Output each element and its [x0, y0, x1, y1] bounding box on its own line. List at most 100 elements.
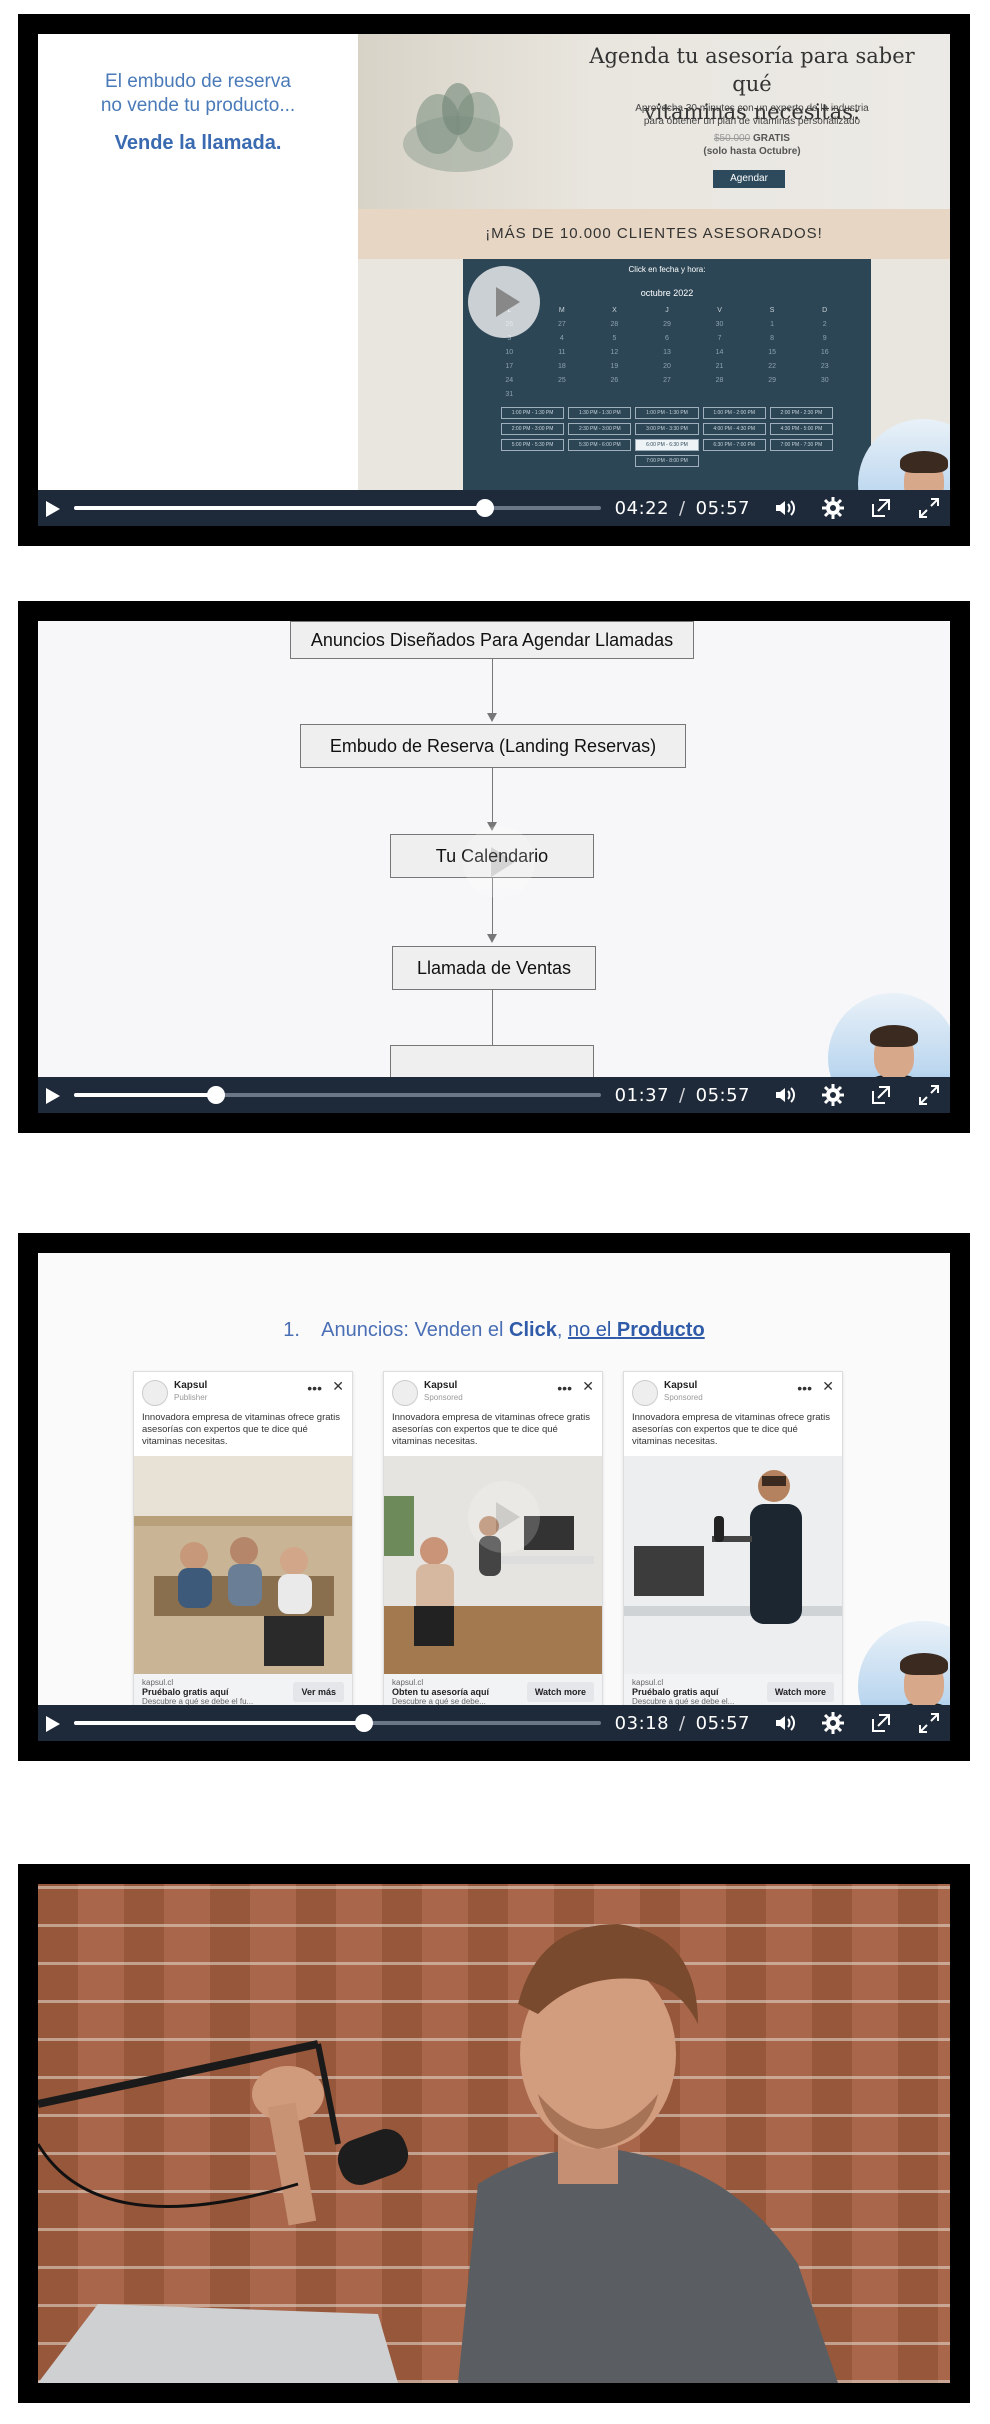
- close-icon: ✕: [582, 1378, 594, 1394]
- ad-sponsored-label: Publisher: [174, 1393, 208, 1402]
- landing-subheadline: Aprovecha 30 minutos con un experto de l…: [572, 102, 932, 128]
- calendar-slot: 7:00 PM - 7:30 PM: [769, 439, 833, 451]
- ad-description: Descubre a qué se debe el fu...: [142, 1697, 254, 1706]
- duration: 05:57: [695, 1084, 750, 1106]
- calendar-day: 16: [820, 349, 829, 356]
- calendar-day: 5: [612, 335, 617, 342]
- progress-knob[interactable]: [207, 1086, 226, 1104]
- flow-step-landing: Embudo de Reserva (Landing Reservas): [300, 724, 686, 768]
- video-player-1[interactable]: El embudo de reserva no vende tu product…: [18, 14, 970, 546]
- ad-copy: Innovadora empresa de vitaminas ofrece g…: [392, 1412, 591, 1447]
- ad-page-name: Kapsul: [424, 1380, 458, 1391]
- video-viewport[interactable]: 1. Anuncios: Venden el Click, no el Prod…: [38, 1253, 950, 1741]
- until-label: (solo hasta Octubre): [703, 146, 801, 157]
- calendar-slot: 2:00 PM - 2:30 PM: [769, 407, 833, 419]
- fullscreen-icon[interactable]: [916, 1083, 942, 1107]
- play-icon[interactable]: [46, 1716, 60, 1732]
- agendar-button: Agendar: [713, 170, 785, 188]
- ad-cta-button: Ver más: [293, 1682, 344, 1702]
- ad-description: Descubre a qué se debe el...: [632, 1697, 735, 1706]
- video-player-3[interactable]: 1. Anuncios: Venden el Click, no el Prod…: [18, 1233, 970, 1761]
- ad-sponsored-label: Sponsored: [664, 1393, 703, 1402]
- calendar-day: 14: [715, 349, 724, 356]
- video-controls: 03:18/05:57: [38, 1705, 950, 1741]
- calendar-slot: 3:00 PM - 3:30 PM: [635, 423, 699, 435]
- calendar-day: 23: [820, 363, 829, 370]
- ad-domain: kapsul.cl: [142, 1678, 174, 1687]
- progress-bar[interactable]: [74, 1086, 601, 1104]
- calendar-day: 21: [715, 363, 724, 370]
- brand-logo: [142, 1380, 168, 1406]
- landing-hero: Agenda tu asesoría para saber qué vitami…: [358, 34, 950, 209]
- slide-left-emphasis: Vende la llamada.: [114, 132, 282, 154]
- calendar-slot: 1:30 PM - 1:30 PM: [568, 407, 632, 419]
- calendar-day: 18: [557, 363, 566, 370]
- landing-headline: Agenda tu asesoría para saber qué vitami…: [572, 42, 932, 126]
- big-play-button[interactable]: [468, 266, 540, 338]
- calendar-day: 31: [505, 391, 514, 398]
- ad-cta-button: Watch more: [526, 1682, 594, 1702]
- progress-bar[interactable]: [74, 499, 601, 517]
- calendar-slot: 1:00 PM - 1:30 PM: [635, 407, 699, 419]
- facebook-ad-card: Kapsul Sponsored ••• ✕ Innovadora empres…: [623, 1371, 843, 1713]
- arrow-down-icon: [487, 713, 497, 722]
- progress-fill: [74, 1093, 217, 1097]
- landing-page-preview: Agenda tu asesoría para saber qué vitami…: [358, 34, 950, 490]
- video-viewport[interactable]: [38, 1884, 950, 2383]
- close-icon: ✕: [822, 1378, 834, 1394]
- gear-icon[interactable]: [820, 1711, 846, 1735]
- ad-page-name: Kapsul: [174, 1380, 208, 1391]
- arrow-down-icon: [487, 822, 497, 831]
- calendar-day: 29: [768, 377, 777, 384]
- big-play-button[interactable]: [468, 1481, 540, 1553]
- slide-left-text: El embudo de reserva no vende tu product…: [38, 70, 358, 118]
- fullscreen-icon[interactable]: [916, 496, 942, 520]
- progress-bar[interactable]: [74, 1714, 601, 1732]
- calendar-day: [798, 391, 851, 398]
- ad-copy: Innovadora empresa de vitaminas ofrece g…: [142, 1412, 341, 1447]
- volume-icon[interactable]: [772, 496, 798, 520]
- calendar-slot: 6:30 PM - 7:00 PM: [702, 439, 766, 451]
- video-player-4[interactable]: [18, 1864, 970, 2403]
- calendar-day: 25: [557, 377, 566, 384]
- video-viewport[interactable]: El embudo de reserva no vende tu product…: [38, 34, 950, 526]
- gear-icon[interactable]: [820, 1083, 846, 1107]
- calendar-day: 11: [558, 349, 566, 356]
- big-play-button[interactable]: [463, 826, 535, 898]
- calendar-day: 28: [715, 377, 724, 384]
- volume-icon[interactable]: [772, 1083, 798, 1107]
- calendar-day: 9: [822, 335, 827, 342]
- play-icon[interactable]: [46, 1088, 60, 1104]
- facebook-ad-card: Kapsul Publisher ••• ✕ Innovadora empres…: [133, 1371, 353, 1713]
- calendar-day: 6: [665, 335, 669, 342]
- play-icon[interactable]: [46, 501, 60, 517]
- calendar-day: 22: [768, 363, 777, 370]
- progress-knob[interactable]: [475, 499, 494, 517]
- calendar-weekday: V: [717, 307, 722, 314]
- popout-icon[interactable]: [868, 1083, 894, 1107]
- video-player-2[interactable]: Anuncios Diseñados Para Agendar Llamadas…: [18, 601, 970, 1133]
- clients-band: ¡MÁS DE 10.000 CLIENTES ASESORADOS!: [358, 209, 950, 259]
- fullscreen-icon[interactable]: [916, 1711, 942, 1735]
- calendar-day: 3: [507, 335, 512, 342]
- calendar-day: 13: [663, 349, 671, 356]
- calendar-day: 27: [663, 377, 671, 384]
- flow-step-calendar: Tu Calendario: [390, 834, 594, 878]
- calendar-weekday: J: [665, 307, 669, 314]
- ad-page-name: Kapsul: [664, 1380, 698, 1391]
- ads-slide: 1. Anuncios: Venden el Click, no el Prod…: [38, 1253, 950, 1713]
- calendar-day: 24: [505, 377, 514, 384]
- slide-left-line: El embudo de reserva: [105, 71, 291, 92]
- time-display: 03:18/05:57: [614, 1712, 750, 1734]
- calendar-month: octubre 2022: [640, 288, 694, 298]
- calendar-slot: 7:00 PM - 8:00 PM: [635, 455, 699, 467]
- ad-sponsored-label: Sponsored: [424, 1393, 463, 1402]
- popout-icon[interactable]: [868, 496, 894, 520]
- flow-step-ads: Anuncios Diseñados Para Agendar Llamadas: [290, 621, 694, 659]
- popout-icon[interactable]: [868, 1711, 894, 1735]
- gear-icon[interactable]: [820, 496, 846, 520]
- calendar-slot: 2:00 PM - 3:00 PM: [501, 423, 565, 435]
- volume-icon[interactable]: [772, 1711, 798, 1735]
- video-viewport[interactable]: Anuncios Diseñados Para Agendar Llamadas…: [38, 621, 950, 1113]
- progress-knob[interactable]: [354, 1714, 373, 1732]
